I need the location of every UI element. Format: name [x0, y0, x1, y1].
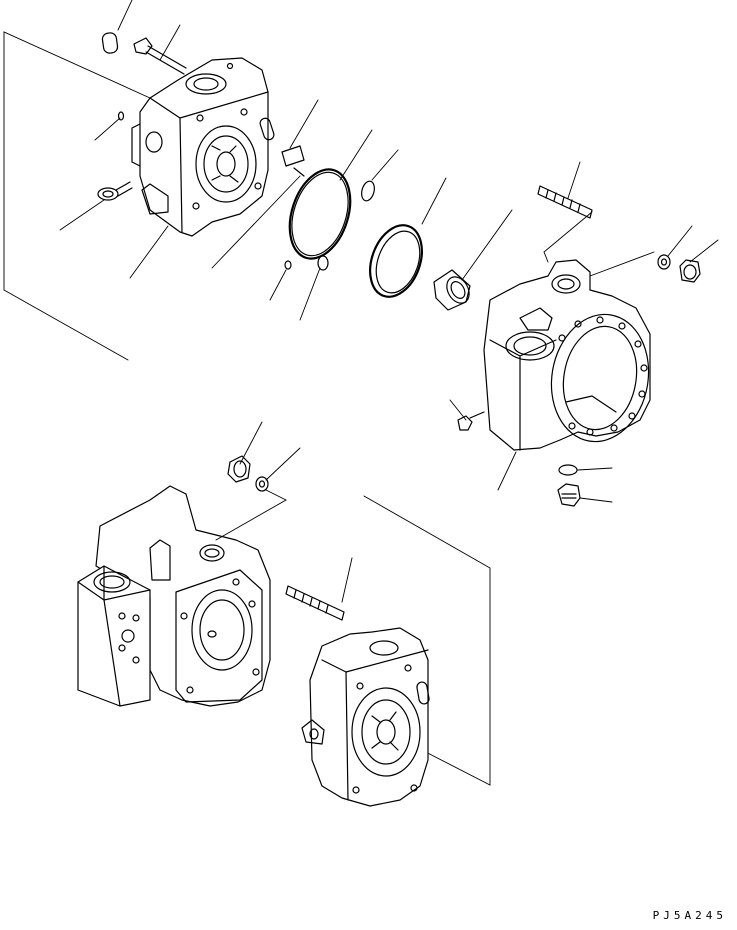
- eye-bolt: [97, 181, 133, 201]
- bushing-lower: [227, 455, 251, 483]
- shaft-lower: [285, 585, 345, 621]
- pump-body-lower: [77, 485, 271, 707]
- bushing: [433, 269, 471, 311]
- pin-small: [284, 260, 292, 270]
- washer-right: [657, 254, 671, 270]
- nut-right: [679, 259, 701, 283]
- leader-lines: [59, 0, 719, 603]
- valve-cover-housing-lower: [301, 627, 430, 807]
- dowel-pin: [281, 145, 305, 177]
- assembly-bracket-upper: [3, 31, 151, 361]
- o-ring-small-upper: [361, 180, 375, 202]
- o-ring-large: [288, 168, 352, 260]
- washer-lower: [255, 476, 269, 492]
- screw-side: [457, 411, 485, 431]
- pump-case: [483, 259, 651, 451]
- seal-ring: [369, 224, 423, 298]
- assembly-bracket-lower: [363, 495, 491, 786]
- valve-cover-housing-upper: [131, 57, 275, 237]
- bolt-upper: [133, 37, 187, 75]
- drawing-reference-code: PJ5A245: [652, 909, 727, 922]
- o-ring-drain: [558, 464, 578, 476]
- shaft-upper: [537, 185, 593, 219]
- drain-plug: [557, 483, 581, 507]
- plug-upper-left: [101, 32, 119, 54]
- o-ring-small-lower: [317, 255, 329, 271]
